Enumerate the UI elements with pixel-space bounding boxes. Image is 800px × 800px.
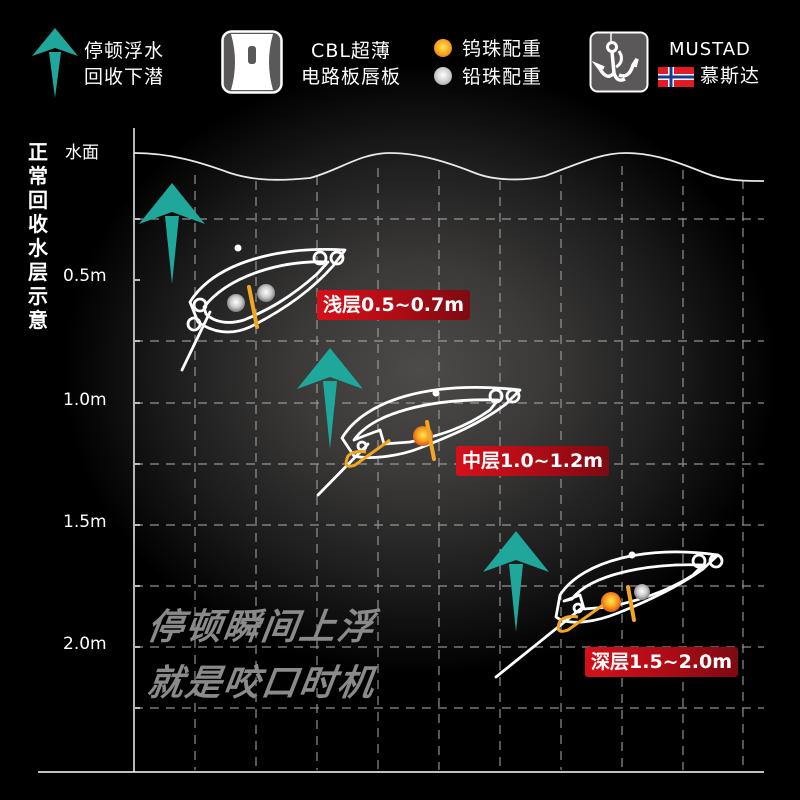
orange-lip-loop (556, 603, 604, 633)
norway-flag-icon (658, 67, 694, 87)
legend-hook-brand: MUSTAD (669, 39, 751, 60)
vertical-title-char: 水 (28, 236, 48, 260)
vertical-title-char: 正 (28, 140, 48, 164)
legend-hook-brand-cn: 慕斯达 (700, 65, 761, 87)
orange-lip-bar (626, 585, 636, 622)
orange-lip-bar (247, 285, 259, 329)
legend-lip-line2: 电路板唇板 (300, 66, 401, 88)
teal-up-arrow-icon (297, 348, 363, 449)
water-surface-wave (133, 152, 765, 182)
teal-up-arrow-icon (483, 531, 549, 632)
depth-label-1-5: 1.5m (63, 512, 107, 532)
circuit-lip-icon (221, 30, 283, 94)
depth-label-0-5: 0.5m (63, 266, 107, 286)
vertical-title-char: 常 (28, 164, 48, 188)
line-tie-dot (432, 389, 440, 397)
vertical-title-char: 意 (28, 308, 48, 332)
teal-up-arrow-icon (32, 28, 78, 98)
surface-label: 水面 (65, 143, 99, 163)
depth-label-1-0: 1.0m (63, 390, 107, 410)
orange-lip-loop (344, 438, 391, 468)
legend-tungsten-label: 钨珠配重 (462, 38, 543, 60)
orange-ball-icon (601, 592, 621, 612)
vertical-title-char: 示 (28, 284, 48, 308)
line-tie-dot (234, 244, 242, 252)
lure-deep (494, 550, 724, 679)
slogan-line2: 就是咬口时机 (144, 663, 379, 704)
treble-hook-icon (589, 31, 649, 93)
depth-badge-shallow: 浅层0.5~0.7m (317, 290, 471, 320)
depth-label-2-0: 2.0m (63, 634, 107, 654)
teal-up-arrow-icon (139, 183, 205, 284)
silver-ball-icon (227, 294, 245, 312)
depth-badge-middle: 中层1.0~1.2m (456, 446, 610, 476)
orange-lip-bar (425, 420, 436, 461)
vertical-title-char: 层 (28, 260, 48, 284)
vertical-title: 正 常 回 收 水 层 示 意 (26, 140, 50, 332)
silver-ball-icon (434, 67, 452, 85)
orange-ball-icon (434, 39, 452, 57)
depth-badge-deep: 深层1.5~2.0m (585, 647, 739, 677)
lure-shallow (180, 244, 347, 372)
slogan-line1: 停顿瞬间上浮 (144, 607, 379, 648)
legend-float-line1: 停顿浮水 (84, 40, 165, 62)
legend-lip-line1: CBL超薄 (311, 40, 391, 62)
silver-ball-icon (257, 284, 275, 302)
legend-float-line2: 回收下潜 (84, 66, 165, 88)
line-tie-dot (628, 551, 636, 559)
vertical-title-char: 收 (28, 212, 48, 236)
legend-lead-label: 铅珠配重 (462, 66, 543, 88)
silver-ball-icon (634, 584, 650, 600)
vertical-title-char: 回 (28, 188, 48, 212)
lure-middle (316, 386, 522, 497)
